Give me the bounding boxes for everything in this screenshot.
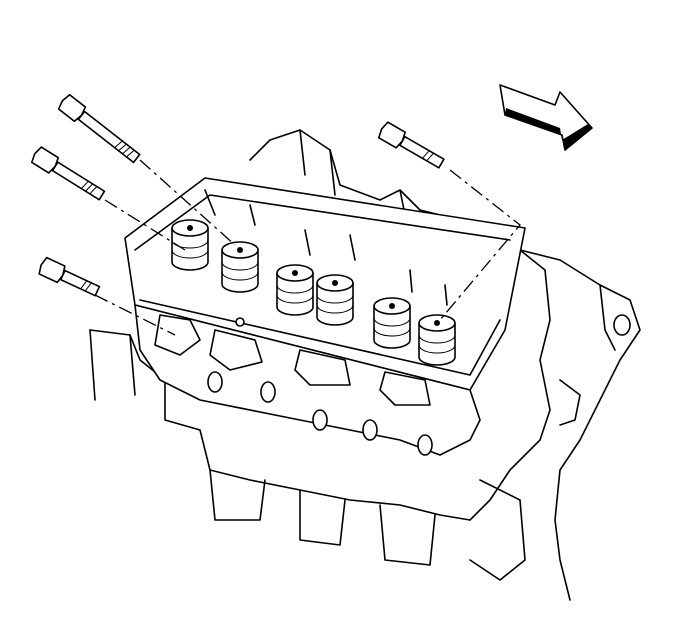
alignment-lines [94, 159, 521, 336]
bolt-icon [378, 121, 445, 169]
bolt-icon [30, 146, 106, 201]
bolt-icon [38, 256, 101, 297]
engine-block [89, 129, 641, 601]
dowel-pin [613, 314, 631, 336]
bolt-icon [57, 93, 141, 164]
valve-springs [171, 189, 456, 366]
direction-arrow-icon [499, 84, 593, 151]
